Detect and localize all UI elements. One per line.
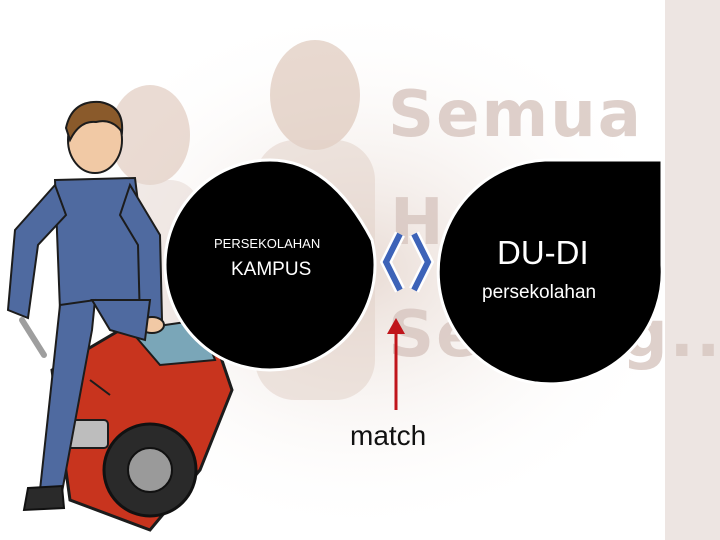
match-label: match bbox=[350, 420, 427, 451]
right-node-subtitle: persekolahan bbox=[482, 282, 597, 303]
right-node-shape bbox=[436, 158, 664, 386]
mechanic-figure bbox=[6, 100, 165, 512]
left-node-title: KAMPUS bbox=[231, 259, 312, 280]
left-node-subtitle: PERSEKOLAHAN bbox=[214, 236, 321, 251]
watermark-line-1: Semua bbox=[388, 78, 643, 152]
car-illustration bbox=[47, 318, 234, 532]
left-node-shape bbox=[163, 158, 377, 372]
double-chevron-icon bbox=[379, 231, 435, 293]
right-node-title: DU-DI bbox=[497, 234, 589, 271]
match-arrow-icon bbox=[387, 318, 405, 410]
